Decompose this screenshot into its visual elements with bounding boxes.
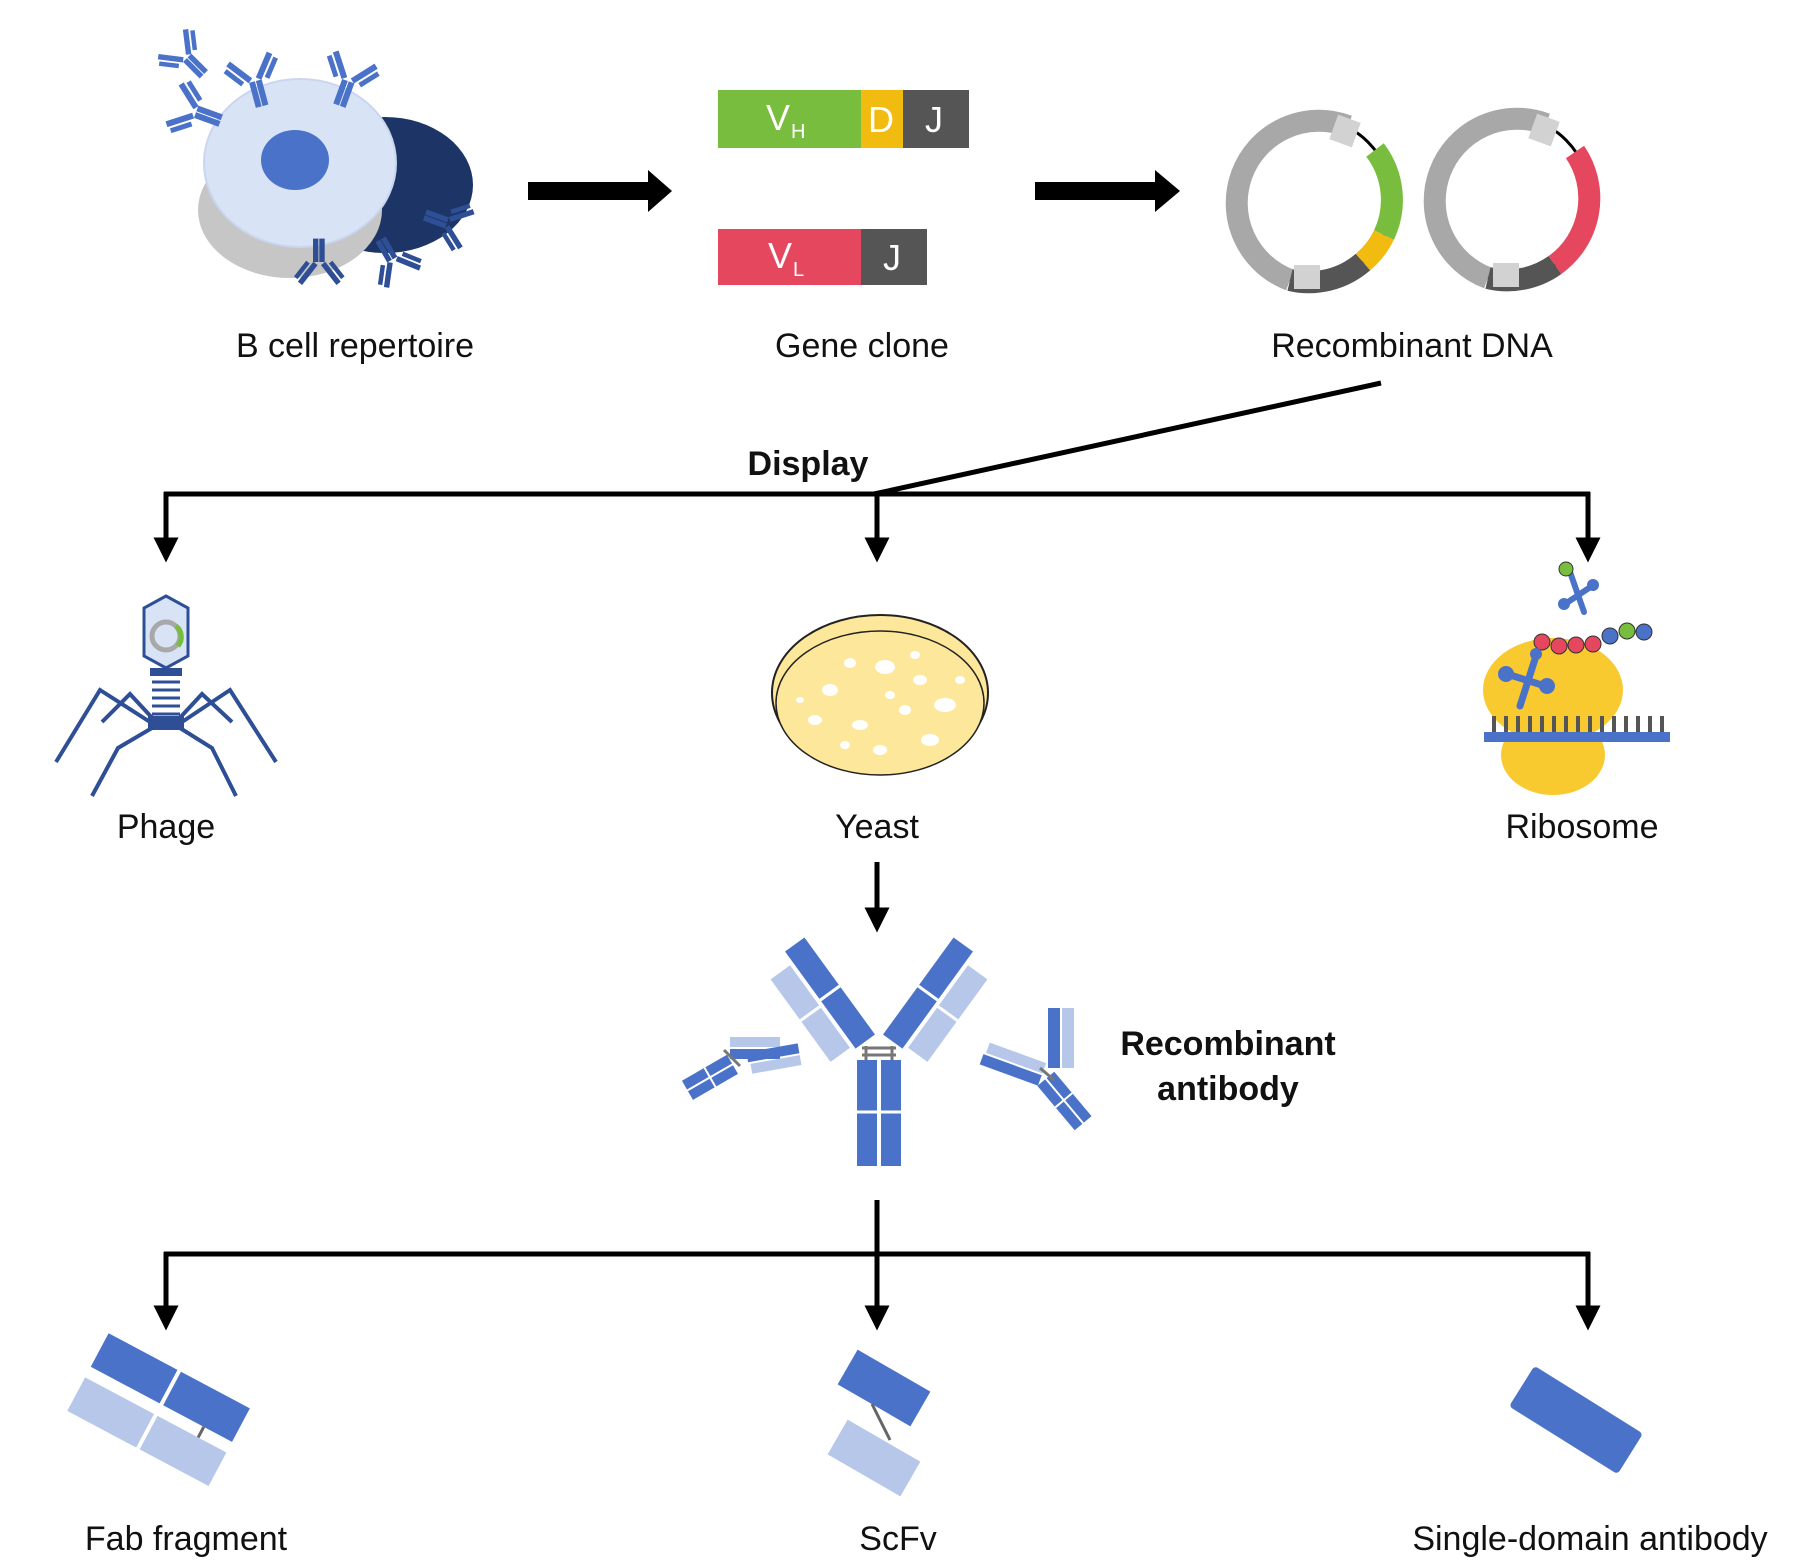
- single-domain-antibody-label: Single-domain antibody: [1412, 1520, 1767, 1558]
- b-cell-label: B cell repertoire: [236, 327, 474, 365]
- d-label: D: [868, 99, 894, 140]
- arrow-gene-to-dna: [1035, 170, 1180, 212]
- heavy-chain-gene: V H D J: [718, 90, 969, 148]
- vh-label: V: [766, 97, 790, 138]
- recombinant-dna-label: Recombinant DNA: [1271, 327, 1553, 365]
- plasmid-light-icon: [1423, 107, 1601, 292]
- display-label: Display: [748, 445, 869, 483]
- j-label-light: J: [883, 237, 901, 278]
- phage-icon: [54, 594, 278, 797]
- plasmid-heavy-icon: [1225, 109, 1403, 294]
- vh-sub: H: [791, 121, 805, 143]
- scfv-label: ScFv: [859, 1520, 936, 1558]
- j-segment-light: [861, 229, 927, 285]
- recombinant-antibody-label-line1: Recombinant: [1120, 1025, 1335, 1063]
- light-chain-gene: V L J: [718, 229, 927, 285]
- scfv-icon: [827, 1349, 931, 1497]
- phage-label: Phage: [117, 808, 215, 846]
- recombinant-antibody-label-line2: antibody: [1157, 1070, 1299, 1108]
- j-label-heavy: J: [925, 99, 943, 140]
- ribosome-icon: [1483, 561, 1670, 795]
- vh-segment: [718, 90, 861, 148]
- vl-segment: [718, 229, 861, 285]
- arrow-bcell-to-gene: [528, 170, 672, 212]
- fab-fragment-icon: [67, 1333, 250, 1487]
- ribosome-label: Ribosome: [1505, 808, 1658, 846]
- b-cell-repertoire-icon: [152, 23, 478, 293]
- d-segment: [861, 90, 903, 148]
- yeast-label: Yeast: [835, 808, 919, 846]
- fragment-connector: [153, 1200, 1601, 1331]
- vl-label: V: [768, 235, 792, 276]
- single-domain-antibody-icon: [1510, 1367, 1642, 1473]
- fab-label: Fab fragment: [85, 1520, 288, 1558]
- display-connector: [153, 380, 1601, 563]
- gene-clone-label: Gene clone: [775, 327, 949, 365]
- yeast-icon: [771, 614, 989, 776]
- j-segment-heavy: [903, 90, 969, 148]
- recombinant-antibody-icon: [681, 937, 1092, 1166]
- vl-sub: L: [793, 259, 804, 281]
